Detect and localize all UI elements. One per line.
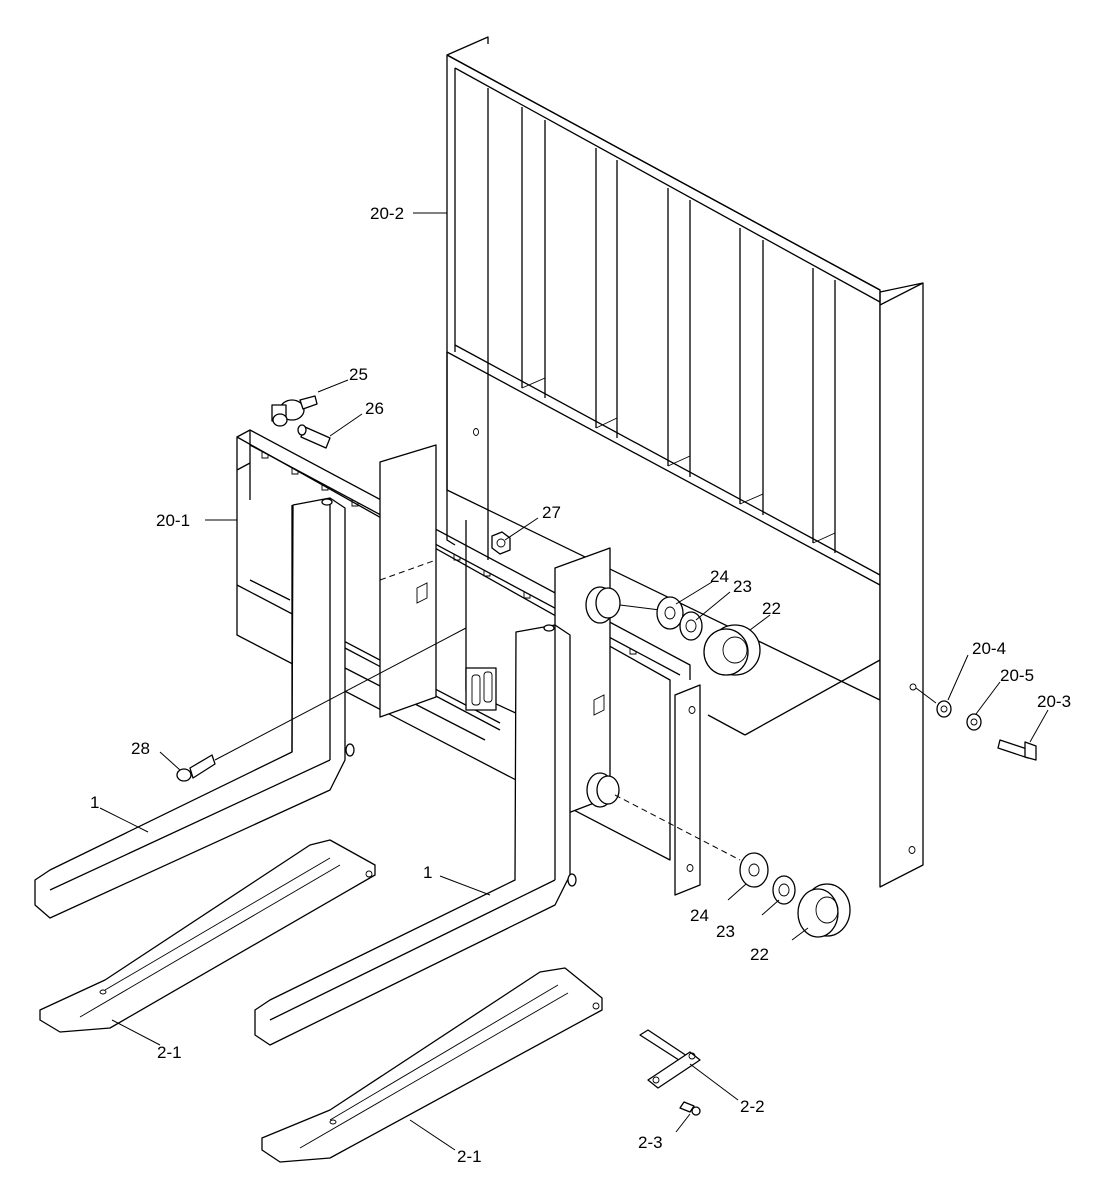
lower-roller-parts <box>739 852 851 938</box>
label-23-lower: 23 <box>716 922 735 941</box>
backrest-mount-hardware <box>915 687 1037 761</box>
load-backrest <box>446 36 924 888</box>
nut-27 <box>491 531 511 555</box>
label-20-3: 20-3 <box>1037 692 1071 711</box>
fork-extension-right <box>261 967 603 1163</box>
stopper-25 <box>271 395 318 427</box>
fork-right <box>254 624 577 1046</box>
label-25: 25 <box>349 365 368 384</box>
label-1-right: 1 <box>423 863 432 882</box>
label-22-upper: 22 <box>762 599 781 618</box>
label-24-lower: 24 <box>690 906 709 925</box>
label-20-4: 20-4 <box>972 639 1006 658</box>
bolt-28 <box>176 627 467 782</box>
label-2-2: 2-2 <box>740 1097 765 1116</box>
upper-roller-parts <box>619 596 761 676</box>
label-27: 27 <box>542 503 561 522</box>
label-2-1-left: 2-1 <box>157 1043 182 1062</box>
bolt-26 <box>297 424 331 449</box>
fork-extension-left <box>39 839 376 1033</box>
label-26: 26 <box>365 399 384 418</box>
label-20-1: 20-1 <box>156 511 190 530</box>
label-20-2: 20-2 <box>370 204 404 223</box>
leader-lines <box>99 212 1049 1151</box>
fork-left <box>34 497 355 919</box>
label-2-1-right: 2-1 <box>457 1147 482 1166</box>
label-23-upper: 23 <box>733 577 752 596</box>
label-22-lower: 22 <box>750 945 769 964</box>
pin-assembly <box>639 1029 701 1116</box>
callout-labels: 20-2 20-1 1 1 2-1 2-1 2-2 2-3 25 26 27 2… <box>90 204 1071 1166</box>
label-28: 28 <box>131 739 150 758</box>
label-2-3: 2-3 <box>638 1133 663 1152</box>
label-24-upper: 24 <box>710 567 729 586</box>
label-20-5: 20-5 <box>1000 666 1034 685</box>
label-1-left: 1 <box>90 793 99 812</box>
